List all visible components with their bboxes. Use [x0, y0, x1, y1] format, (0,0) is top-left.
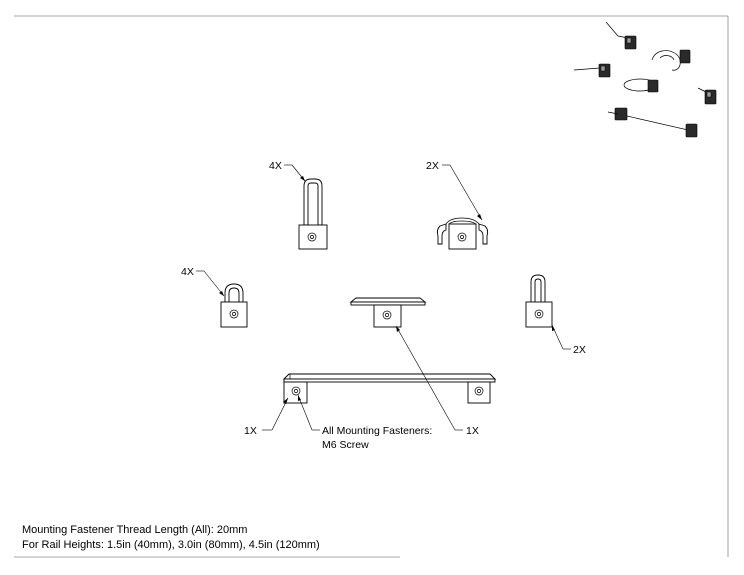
- loop-hook-part: [220, 283, 248, 328]
- rail-heights-note: For Rail Heights: 1.5in (40mm), 3.0in (8…: [22, 539, 320, 551]
- callout-shelf-1x: 1X: [466, 425, 479, 437]
- tall-hook-part: [525, 274, 553, 328]
- callout-tall-hook-2x: 2X: [573, 344, 586, 356]
- loop-hook-callout: 4X: [181, 266, 225, 297]
- fasteners-label-line1: All Mounting Fasteners:: [322, 425, 432, 437]
- thumb-angled-hook: [573, 63, 611, 78]
- thumb-hook-1: [605, 21, 637, 50]
- clip-callout: 2X: [426, 160, 483, 221]
- thumb-ring: [623, 78, 659, 93]
- u-hook-callout: 4X: [269, 160, 306, 182]
- callout-rail-1x: 1X: [244, 425, 257, 437]
- callout-loop-4x: 4X: [181, 266, 194, 278]
- thumb-small-clip: [697, 87, 717, 105]
- isometric-thumbnail-cluster: [573, 21, 717, 138]
- rail-part: [282, 373, 497, 404]
- u-hook-part: [298, 178, 328, 250]
- callout-hook-4x: 4X: [269, 160, 282, 172]
- thread-length-note: Mounting Fastener Thread Length (All): 2…: [22, 524, 248, 536]
- tall-hook-callout: 2X: [551, 324, 586, 356]
- rail-callout: 1X: [244, 397, 289, 437]
- fasteners-callout: All Mounting Fasteners: M6 Screw: [297, 394, 432, 451]
- thumb-loop-hook: [651, 49, 691, 71]
- clip-part: [436, 217, 489, 250]
- shelf-bracket-part: [349, 297, 427, 328]
- fasteners-label-line2: M6 Screw: [322, 439, 369, 451]
- callout-clip-2x: 2X: [426, 160, 439, 172]
- shelf-callout: 1X: [395, 325, 479, 437]
- thumb-long-rod: [607, 107, 698, 138]
- drawing-frame: [14, 15, 729, 558]
